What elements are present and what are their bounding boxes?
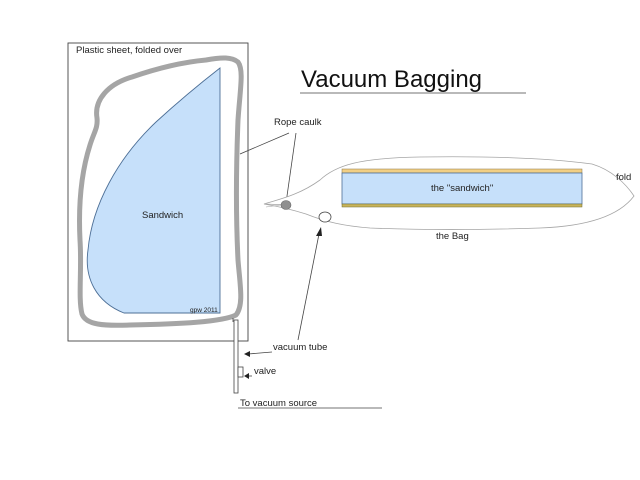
- rope-caulk-leader-right: [285, 132, 297, 204]
- skin-layer-bottom: [341, 203, 583, 208]
- rope-caulk-bead: [280, 200, 292, 210]
- skin-layer-top: [341, 168, 583, 174]
- sandwich-label: Sandwich: [142, 210, 183, 221]
- credit-text: gpw 2011: [190, 307, 218, 314]
- plastic-sheet-label: Plastic sheet, folded over: [76, 45, 182, 56]
- valve-label: valve: [254, 366, 276, 377]
- vacuum-tube-arrowhead: [316, 227, 322, 236]
- fold-label: fold: [616, 172, 631, 183]
- sandwich-part: [86, 67, 221, 314]
- vacuum-tube-pointer: [247, 351, 273, 355]
- bag-tube-opening: [318, 211, 332, 223]
- rope-caulk-label: Rope caulk: [274, 117, 322, 128]
- diagram-title: Vacuum Bagging: [301, 66, 482, 93]
- rope-caulk-seal: [77, 55, 244, 328]
- sandwich-quoted-label: the "sandwich": [431, 183, 493, 194]
- valve-pointer-head: [244, 373, 249, 379]
- the-bag-label: the Bag: [436, 231, 469, 242]
- vacuum-tube-label: vacuum tube: [273, 342, 327, 353]
- vacuum-tube: [233, 319, 239, 394]
- vacuum-tube-pointer-head: [244, 351, 250, 357]
- valve-body: [237, 366, 244, 378]
- plastic-sheet: [67, 42, 249, 342]
- core-layer: [341, 172, 583, 205]
- rope-caulk-leader-left: [239, 132, 290, 155]
- vacuum-tube-leader: [297, 233, 320, 341]
- vacuum-source-label: To vacuum source: [240, 398, 317, 409]
